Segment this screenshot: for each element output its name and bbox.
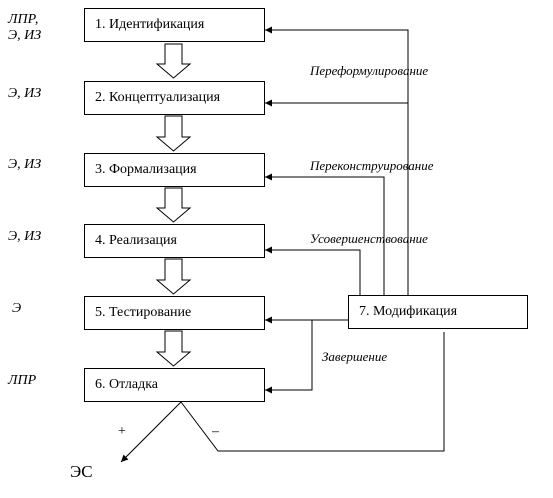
role-label-stage-5: Э [12,301,22,316]
transition-arrow-1-2 [155,43,192,79]
plus-output-line [120,401,182,463]
transition-arrow-3-4 [155,187,192,223]
role-label-stage-1: ЛПР, Э, ИЗ [8,12,42,43]
plus-sign: + [118,424,126,439]
stage-box-conceptualization: 2. Концептуализация [84,81,265,115]
stage-transition-arrows [155,43,192,367]
reformulation-line-to-stage-1 [265,26,409,295]
reconstruction-line [265,173,385,295]
minus-sign: – [212,424,219,439]
transition-arrow-5-6 [155,330,192,367]
role-label-stage-4: Э, ИЗ [8,229,42,244]
output-label-es: ЭС [70,462,93,481]
reconstruction-label: Переконструирование [310,158,434,173]
stage-box-formalization: 3. Формализация [84,153,265,187]
transition-arrow-4-5 [155,258,192,295]
stage-box-testing: 5. Тестирование [84,296,265,330]
improvement-label: Усовершенствование [310,231,428,246]
stage-box-implementation: 4. Реализация [84,224,265,258]
stage-box-debugging: 6. Отладка [84,368,265,402]
completion-label: Завершение [322,349,388,364]
reformulation-label: Переформулирование [310,63,429,78]
role-label-stage-2: Э, ИЗ [8,86,42,101]
transition-arrow-2-3 [155,115,192,152]
completion-line [265,320,313,394]
stage-box-identification: 1. Идентификация [84,8,265,42]
role-label-stage-6: ЛПР [8,373,37,388]
stage-box-modification: 7. Модификация [348,295,528,329]
feedback-lines [120,26,445,463]
minus-return-line [180,332,445,452]
improvement-line [265,246,361,295]
role-label-stage-3: Э, ИЗ [8,157,42,172]
